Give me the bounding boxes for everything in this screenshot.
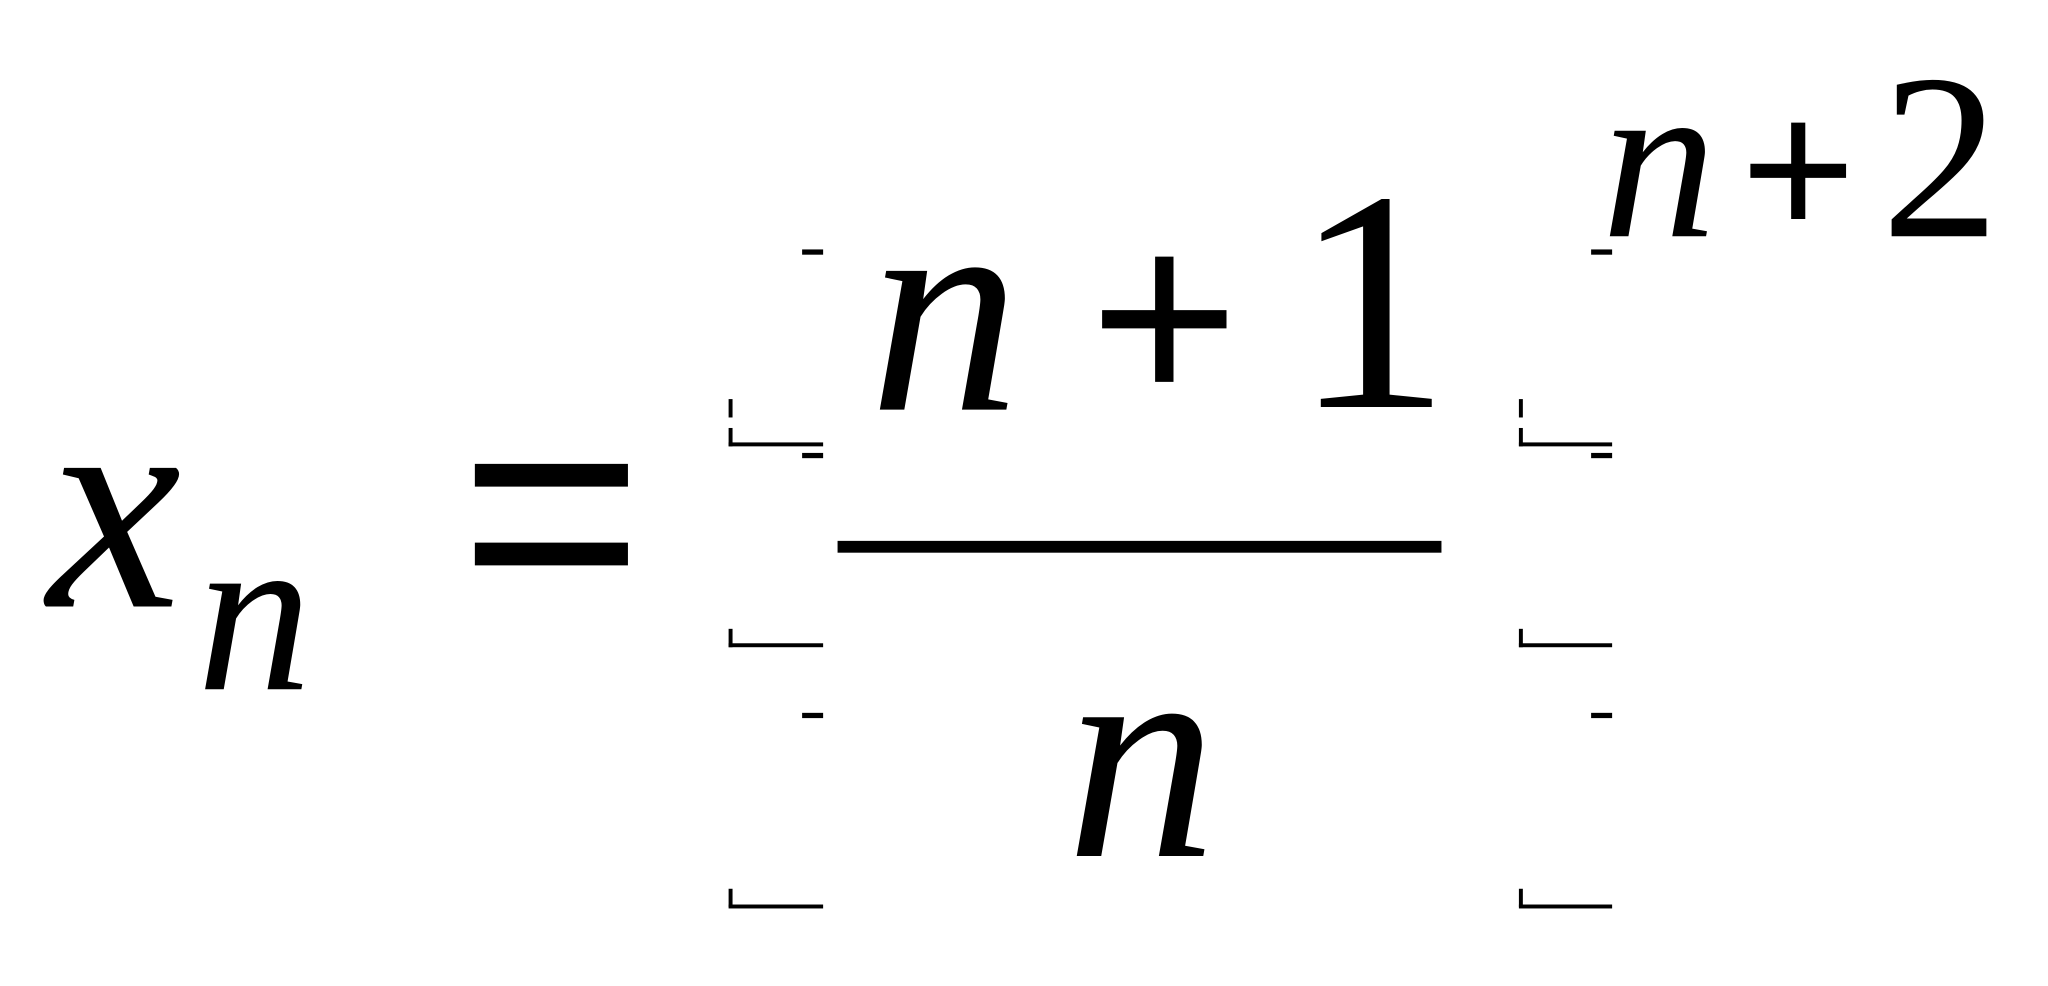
lhs-variable: x [47,337,182,673]
numerator-plus: + [1089,173,1240,460]
equals-sign: = [459,333,644,686]
lhs-subscript: n [196,484,312,740]
denominator-variable: n [1065,586,1217,922]
fraction-line [837,540,1442,553]
numerator-variable: n [869,140,1021,476]
exponent-constant: 2 [1881,26,2000,288]
exponent-plus: + [1740,57,1856,279]
exponent-variable: n [1601,31,1717,287]
numerator-constant: 1 [1293,126,1451,476]
